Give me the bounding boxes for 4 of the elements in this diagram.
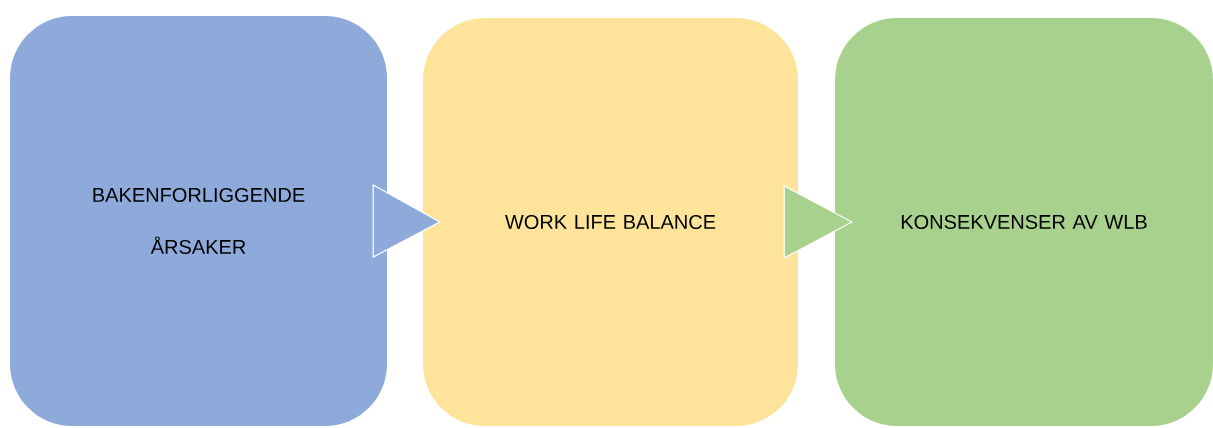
process-box: BAKENFORLIGGENDE ÅRSAKER xyxy=(10,16,387,426)
process-box: KONSEKVENSER AV WLB xyxy=(835,18,1213,426)
arrow xyxy=(783,185,854,259)
process-box: WORK LIFE BALANCE xyxy=(423,18,798,426)
